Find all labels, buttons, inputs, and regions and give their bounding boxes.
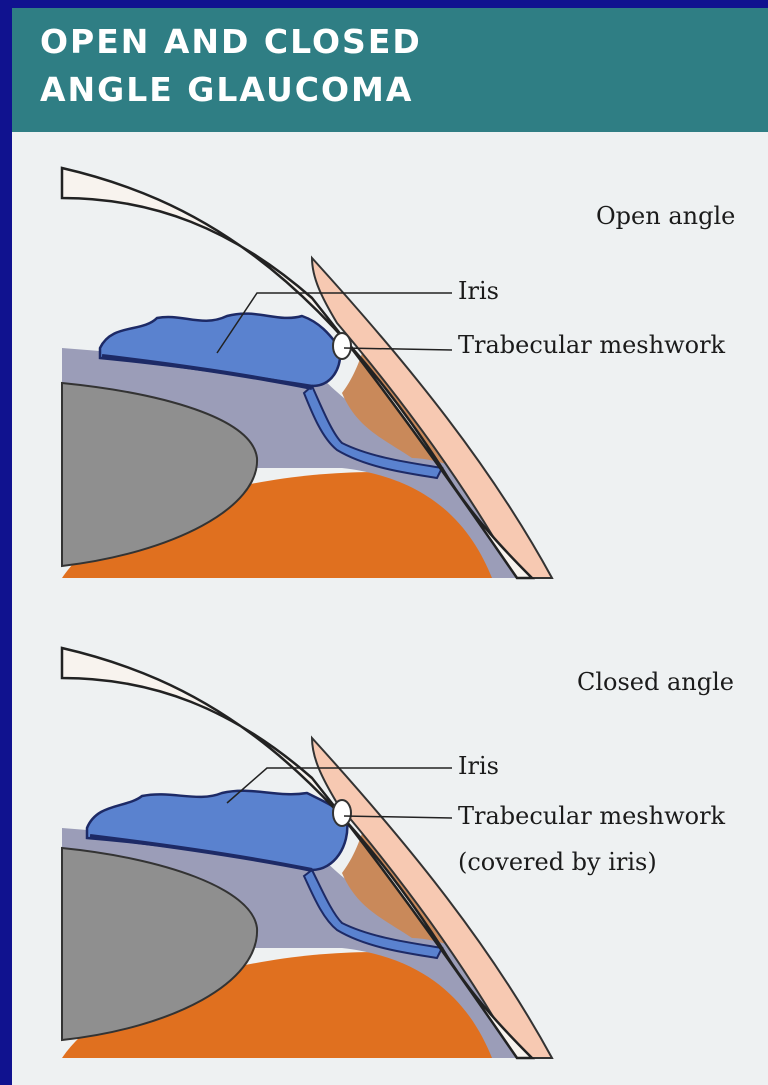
open-angle-diagram: Open angle Iris Trabecular meshwork: [12, 138, 768, 603]
closed-angle-diagram: Closed angle Iris Trabecular meshwork (c…: [12, 608, 768, 1085]
title-banner: OPEN AND CLOSED ANGLE GLAUCOMA: [12, 8, 768, 132]
schlemms-canal: [333, 800, 351, 826]
open-angle-meshwork-label: Trabecular meshwork: [458, 331, 725, 359]
open-angle-heading: Open angle: [596, 202, 735, 230]
closed-angle-heading: Closed angle: [577, 668, 734, 696]
title-line-2: ANGLE GLAUCOMA: [40, 70, 413, 109]
closed-angle-meshwork-note: (covered by iris): [458, 848, 657, 876]
slide-frame: OPEN AND CLOSED ANGLE GLAUCOMA: [12, 8, 768, 1085]
title-line-1: OPEN AND CLOSED: [40, 22, 422, 61]
schlemms-canal: [333, 333, 351, 359]
closed-angle-iris-label: Iris: [458, 752, 499, 780]
closed-angle-meshwork-label: Trabecular meshwork: [458, 802, 725, 830]
open-angle-iris-label: Iris: [458, 277, 499, 305]
